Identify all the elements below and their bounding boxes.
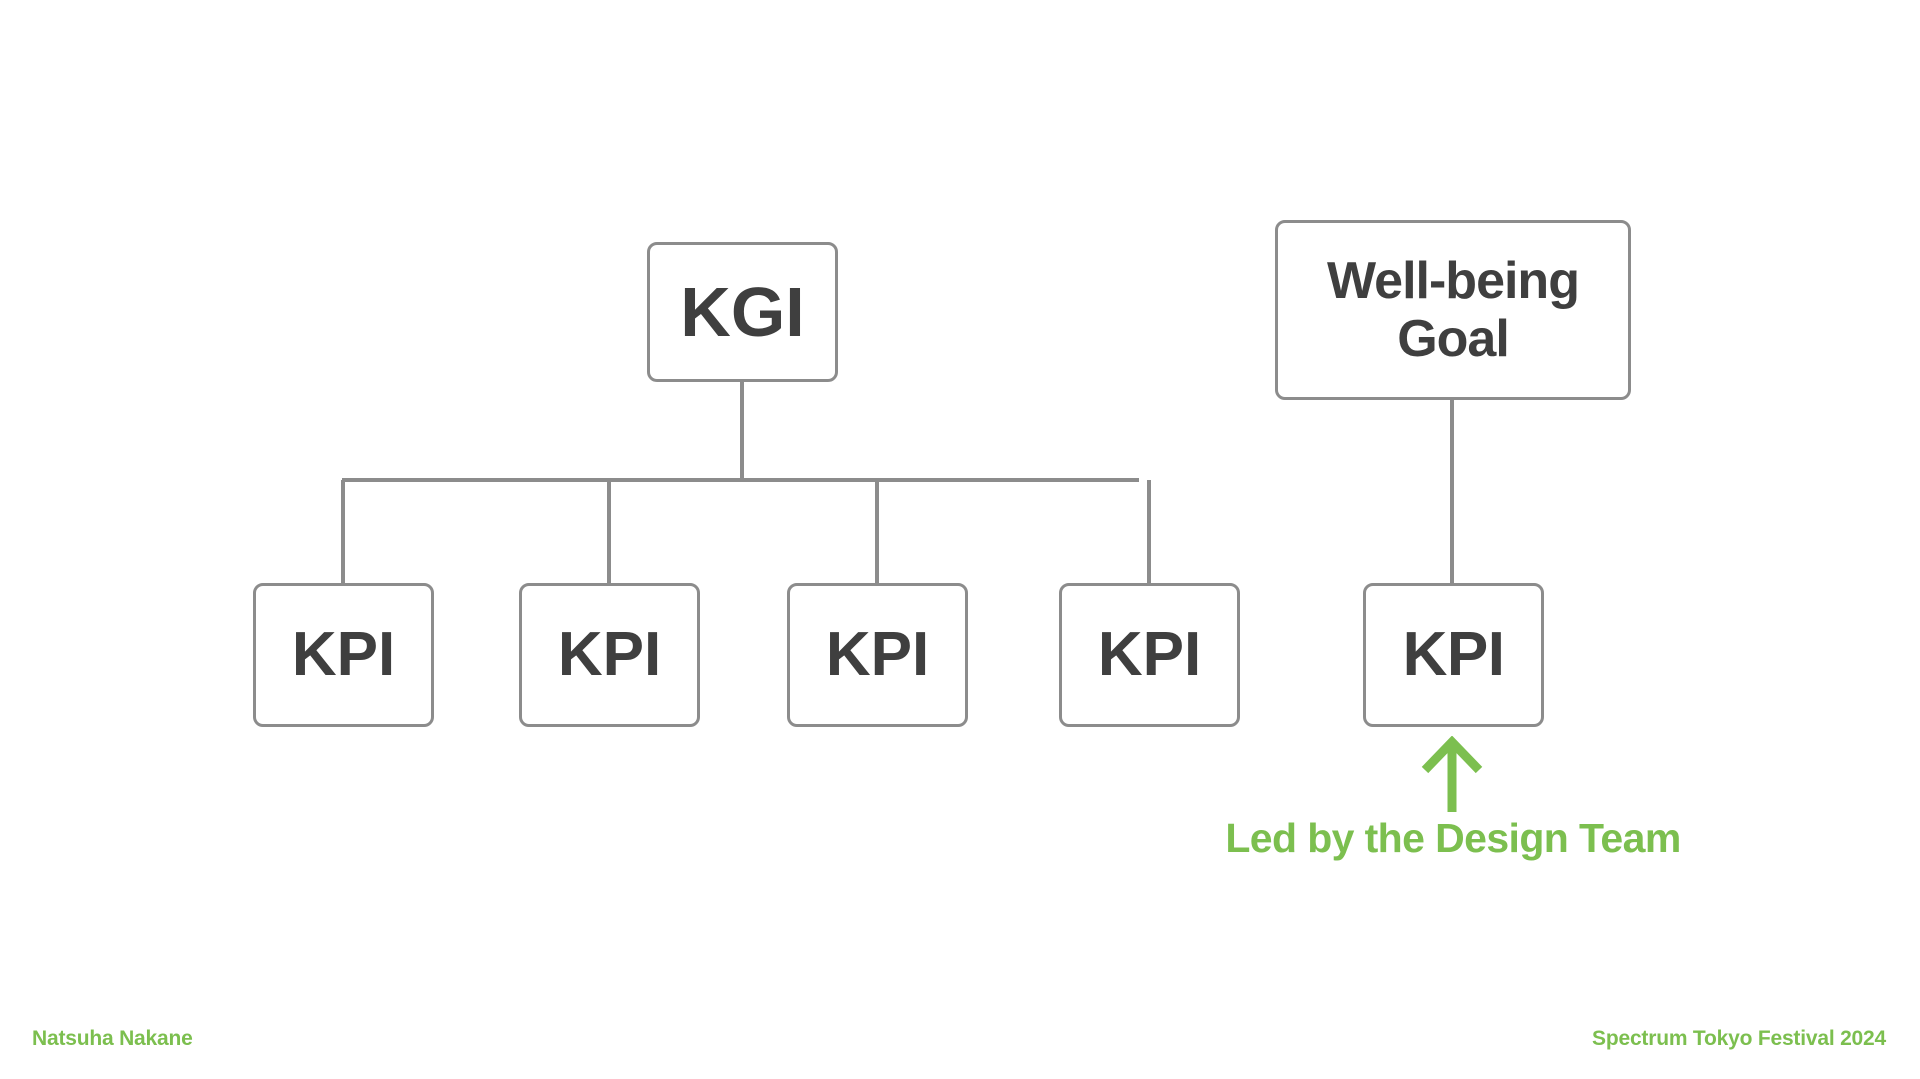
annotation-led-by-design-team: Led by the Design Team: [1225, 815, 1681, 861]
node-kpi-1-label: KPI: [291, 620, 396, 690]
node-kpi-4-label: KPI: [1097, 620, 1202, 690]
node-wellbeing-goal-line2: Goal: [1397, 310, 1510, 368]
node-kpi-3[interactable]: KPI: [787, 583, 968, 727]
node-kpi-wellbeing[interactable]: KPI: [1363, 583, 1544, 727]
footer-author: Natsuha Nakane: [32, 1027, 193, 1050]
arrow-up-icon: [1421, 736, 1483, 812]
node-kgi[interactable]: KGI: [647, 242, 838, 382]
node-kpi-wellbeing-label: KPI: [1402, 620, 1505, 690]
node-kpi-2[interactable]: KPI: [519, 583, 700, 727]
node-wellbeing-goal-label: Well-being Goal: [1327, 251, 1580, 368]
node-kpi-4[interactable]: KPI: [1059, 583, 1240, 727]
node-kpi-1[interactable]: KPI: [253, 583, 434, 727]
footer-event: Spectrum Tokyo Festival 2024: [1592, 1027, 1886, 1050]
node-wellbeing-goal-line1: Well-being: [1327, 251, 1580, 310]
node-kpi-3-label: KPI: [825, 620, 930, 690]
node-kgi-label: KGI: [680, 272, 805, 351]
node-kpi-2-label: KPI: [557, 620, 662, 690]
node-wellbeing-goal[interactable]: Well-being Goal: [1275, 220, 1631, 400]
